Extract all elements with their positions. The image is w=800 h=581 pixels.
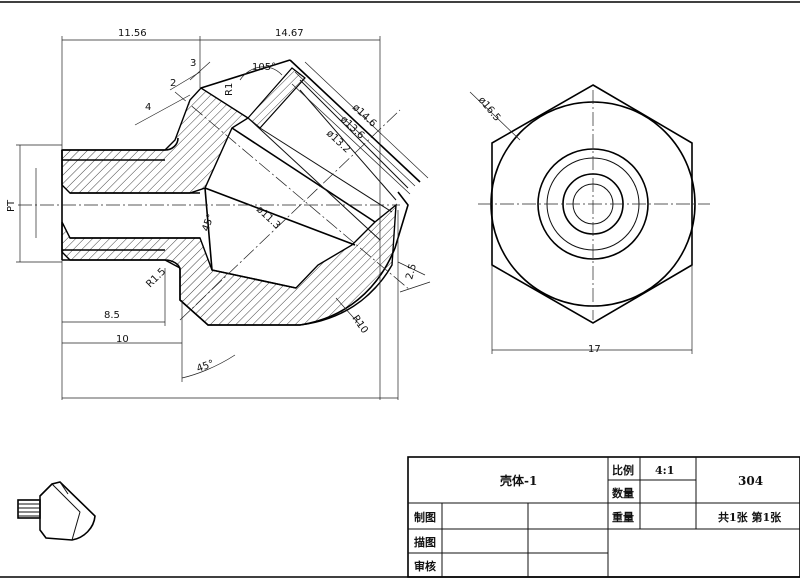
- dim-105: 105°: [252, 62, 276, 73]
- iso-thumbnail: [17, 481, 96, 541]
- weight-label: 重量: [612, 510, 634, 524]
- dim-14-67: 14.67: [275, 28, 304, 39]
- dim-11-56: 11.56: [118, 28, 147, 39]
- dim-2-5: 2.5: [404, 263, 419, 281]
- scale-value: 4:1: [655, 464, 674, 477]
- part-name: 壳体-1: [499, 473, 537, 488]
- dim-2: 2: [170, 78, 176, 89]
- hex-outline: [491, 84, 693, 324]
- sheet-count: 共1张 第1张: [718, 510, 782, 524]
- dim-r1: R1: [224, 83, 235, 96]
- dim-13-2: ø13.2: [324, 128, 352, 155]
- dim-45-outer: 45°: [195, 358, 215, 374]
- outer-ring: [537, 148, 649, 260]
- body-hatch-diag: [247, 67, 306, 129]
- dim-4: 4: [145, 102, 151, 113]
- checked-label: 审核: [414, 559, 436, 573]
- dim-10: 10: [116, 334, 129, 345]
- title-block: 壳体-1 比例 4:1 数量 304 重量 共1张 第1张 制图 描图 审核: [407, 456, 800, 578]
- dim-11-3: ø11.3: [254, 204, 282, 231]
- section-view: [16, 36, 431, 400]
- quantity-label: 数量: [612, 486, 634, 500]
- dim-17: 17: [588, 344, 601, 355]
- dim-45-inner: 45°: [200, 213, 216, 233]
- body-hatch-lower: [61, 203, 397, 326]
- dim-8-5: 8.5: [104, 310, 120, 321]
- end-view: [469, 84, 710, 354]
- material-value: 304: [738, 474, 763, 488]
- body-hatch-upper: [61, 87, 250, 194]
- drawn-label: 制图: [414, 510, 436, 524]
- dim-pt: PT: [6, 199, 17, 212]
- dim-r10: R10: [350, 313, 370, 335]
- traced-label: 描图: [414, 535, 436, 549]
- dim-3: 3: [190, 58, 196, 69]
- scale-label: 比例: [612, 463, 634, 477]
